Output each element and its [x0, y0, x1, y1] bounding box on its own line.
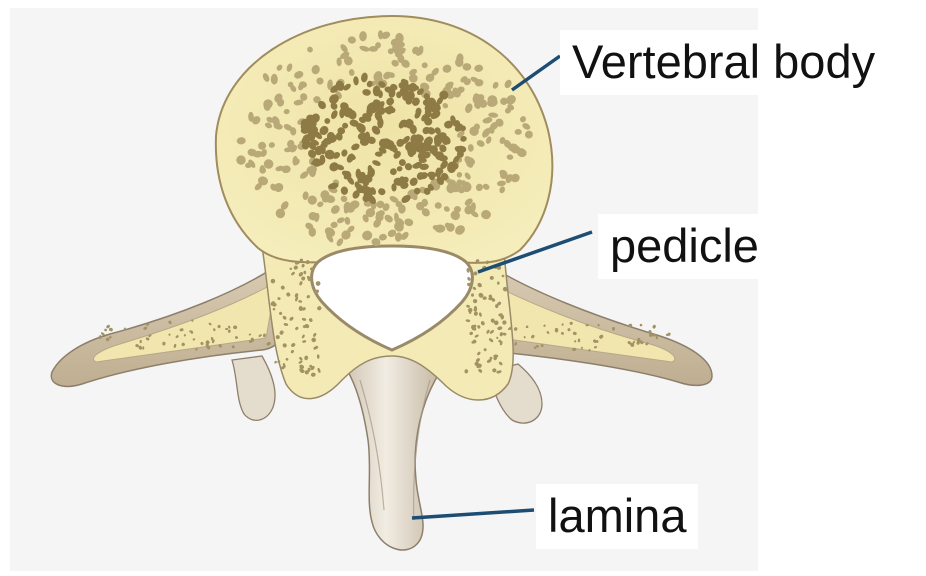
trabecular-hole: [421, 199, 428, 207]
label-lamina: lamina: [536, 484, 698, 549]
trabecular-hole: [309, 227, 316, 236]
trabecular-hole: [435, 225, 446, 233]
trabecular-hole: [439, 91, 448, 100]
label-pedicle: pedicle: [598, 214, 771, 279]
label-vertebral-body: Vertebral body: [560, 30, 887, 95]
trabecular-hole: [373, 86, 381, 97]
trabecular-hole: [271, 74, 278, 85]
trabecular-hole: [454, 206, 461, 213]
